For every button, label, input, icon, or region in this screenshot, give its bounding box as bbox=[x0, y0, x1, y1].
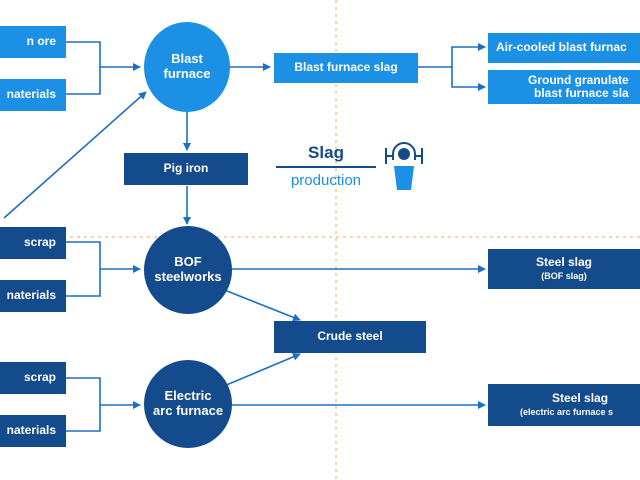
connector-iron-ore bbox=[66, 41, 141, 71]
input-bof-scrap: scrap bbox=[0, 227, 66, 259]
input-eaf-scrap-label: scrap bbox=[23, 370, 56, 385]
connector-eaf-scrap bbox=[66, 377, 141, 409]
bof-steel-slag-sub: (BOF slag) bbox=[541, 270, 587, 281]
crude-steel-box: Crude steel bbox=[274, 321, 426, 353]
connector-bof-to-crude-steel bbox=[221, 288, 301, 322]
eaf-label-line1: Electric bbox=[164, 388, 212, 404]
input-bf-materials: naterials bbox=[0, 79, 66, 111]
input-eaf-materials: naterials bbox=[0, 415, 66, 447]
input-bof-scrap-label: scrap bbox=[23, 235, 56, 250]
connector-bof-materials bbox=[66, 269, 101, 297]
slag-ladle-icon bbox=[385, 142, 423, 190]
air-cooled-label: Air-cooled blast furnac bbox=[496, 40, 627, 55]
pig-iron-box: Pig iron bbox=[124, 153, 248, 185]
blast-furnace-slag-box: Blast furnace slag bbox=[274, 53, 418, 83]
input-iron-ore: n ore bbox=[0, 26, 66, 58]
eaf-steel-slag-title: Steel slag bbox=[552, 391, 609, 406]
bof-label-line2: steelworks bbox=[154, 269, 222, 284]
diagram-subtitle: production bbox=[290, 172, 362, 189]
blast-furnace-label-line1: Blast bbox=[171, 51, 203, 67]
output-ground-granulated-slag: Ground granulate blast furnace sla bbox=[488, 70, 640, 104]
input-eaf-materials-label: naterials bbox=[6, 423, 56, 438]
process-bof-steelworks: BOF steelworks bbox=[144, 226, 232, 314]
output-eaf-steel-slag: Steel slag (electric arc furnace s bbox=[488, 384, 640, 426]
crude-steel-label: Crude steel bbox=[317, 329, 383, 344]
ground-granulated-line1: Ground granulate bbox=[528, 72, 629, 87]
connector-bf-materials bbox=[66, 67, 101, 95]
bof-steel-slag-title: Steel slag bbox=[535, 255, 593, 270]
blast-furnace-label-line2: furnace bbox=[163, 66, 211, 81]
connector-eaf-materials bbox=[66, 405, 101, 432]
input-bof-materials: naterials bbox=[0, 280, 66, 312]
ground-granulated-line2: blast furnace sla bbox=[534, 86, 629, 100]
diagram-title: Slag bbox=[308, 143, 344, 162]
blast-furnace-slag-label: Blast furnace slag bbox=[294, 60, 398, 75]
eaf-steel-slag-sub: (electric arc furnace s bbox=[520, 406, 614, 417]
output-air-cooled-slag: Air-cooled blast furnac bbox=[488, 33, 640, 63]
connector-scrap-to-blast-furnace bbox=[3, 91, 147, 219]
bof-label-line1: BOF bbox=[174, 254, 202, 270]
eaf-label-line2: arc furnace bbox=[152, 403, 224, 418]
output-bof-steel-slag: Steel slag (BOF slag) bbox=[488, 249, 640, 289]
input-bf-materials-label: naterials bbox=[6, 87, 56, 102]
input-iron-ore-label: n ore bbox=[26, 34, 56, 49]
connector-slag-air-cooled bbox=[451, 43, 486, 67]
input-eaf-scrap: scrap bbox=[0, 362, 66, 394]
connector-eaf-to-crude-steel bbox=[223, 353, 301, 387]
connector-slag-ground bbox=[451, 67, 486, 91]
pig-iron-label: Pig iron bbox=[163, 161, 209, 176]
connector-bof-scrap bbox=[66, 241, 141, 273]
input-bof-materials-label: naterials bbox=[6, 288, 56, 303]
process-electric-arc-furnace: Electric arc furnace bbox=[144, 360, 232, 448]
process-blast-furnace: Blast furnace bbox=[144, 22, 230, 112]
title-divider bbox=[276, 166, 376, 168]
